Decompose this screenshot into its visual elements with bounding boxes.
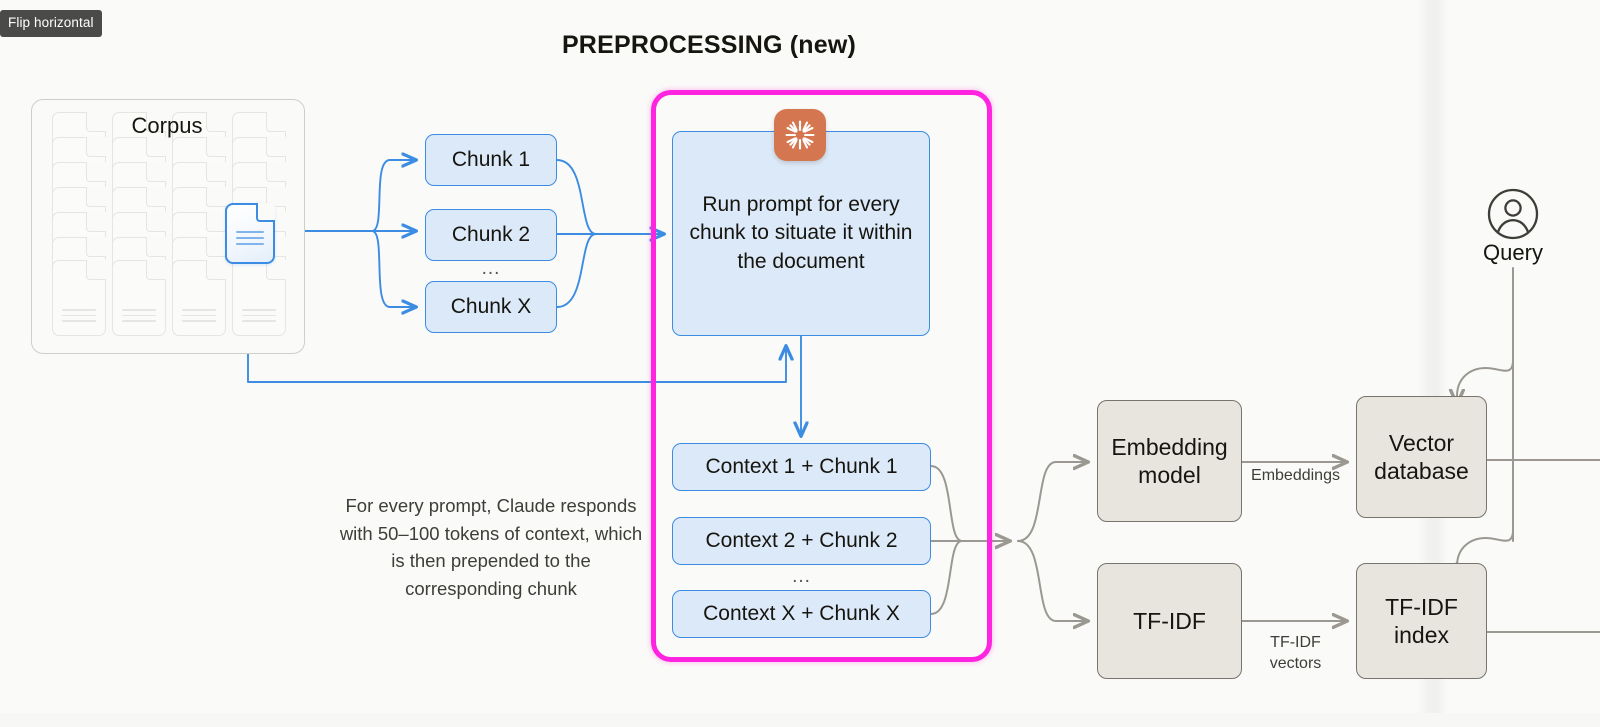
corpus-document-column — [172, 112, 226, 336]
tfidf-node[interactable]: TF-IDF — [1097, 563, 1242, 679]
context-1-node[interactable]: Context 1 + Chunk 1 — [672, 443, 931, 491]
tfidf-vectors-edge-label: TF-IDF vectors — [1269, 634, 1322, 672]
document-text-lines — [236, 231, 264, 249]
embeddings-edge-label: Embeddings — [1251, 467, 1340, 484]
document-icon — [52, 260, 106, 336]
corpus-label: Corpus — [131, 113, 203, 138]
chunk-x-node[interactable]: Chunk X — [425, 281, 557, 333]
run-prompt-node[interactable]: Run prompt for every chunk to situate it… — [672, 131, 930, 336]
query-label: Query — [1483, 240, 1543, 265]
flip-horizontal-tooltip: Flip horizontal — [0, 10, 102, 37]
user-circle-icon — [1486, 187, 1540, 241]
claude-starburst-icon — [774, 109, 826, 161]
contexts-ellipsis: ... — [792, 566, 811, 587]
document-highlighted-icon[interactable] — [225, 203, 275, 264]
embedding-model-node[interactable]: Embedding model — [1097, 400, 1242, 522]
corpus-document-grid — [52, 112, 286, 336]
context-2-node[interactable]: Context 2 + Chunk 2 — [672, 517, 931, 565]
chunk-2-node[interactable]: Chunk 2 — [425, 209, 557, 261]
page-bottom-strip — [0, 713, 1600, 727]
tfidf-index-node[interactable]: TF-IDF index — [1356, 563, 1487, 679]
document-icon — [172, 260, 226, 336]
document-icon — [112, 260, 166, 336]
document-fold-corner — [256, 203, 275, 222]
context-x-node[interactable]: Context X + Chunk X — [672, 590, 931, 638]
chunk-1-node[interactable]: Chunk 1 — [425, 134, 557, 186]
corpus-document-column — [112, 112, 166, 336]
document-icon — [232, 260, 286, 336]
vector-database-node[interactable]: Vector database — [1356, 396, 1487, 518]
diagram-title: PREPROCESSING (new) — [561, 31, 857, 59]
corpus-document-column — [52, 112, 106, 336]
caption-text: For every prompt, Claude responds with 5… — [339, 495, 643, 599]
chunks-ellipsis: ... — [481, 258, 501, 279]
